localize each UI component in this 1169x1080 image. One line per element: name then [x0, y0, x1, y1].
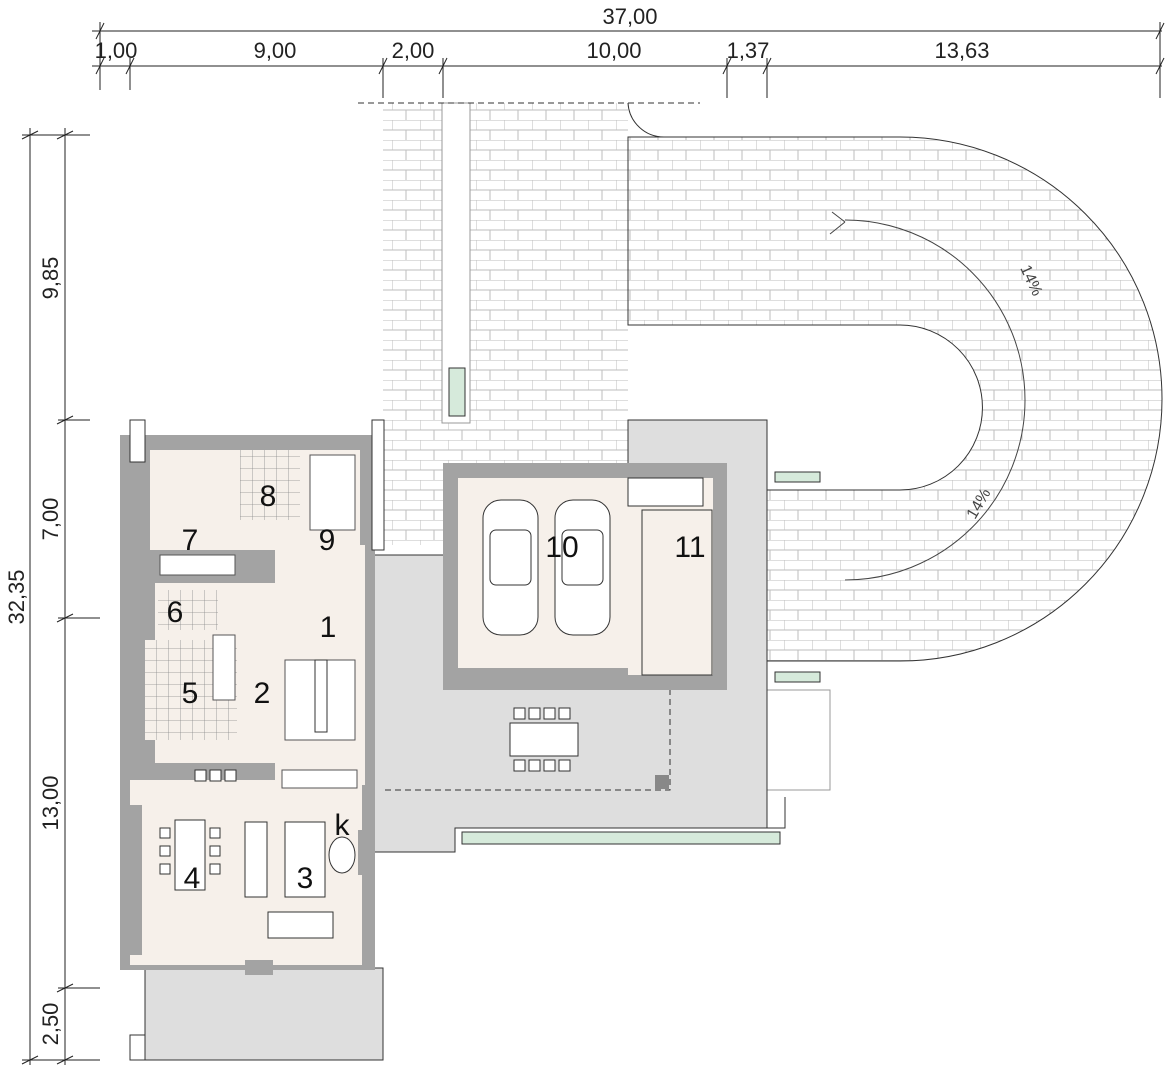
room-labels: 1 2 3 4 5 6 7 8 9 10 11 k — [167, 480, 706, 895]
room-1-label: 1 — [320, 611, 337, 644]
fireplace-label: k — [335, 809, 351, 842]
terrace-rear — [144, 967, 384, 1061]
dim-segment: 2,00 — [392, 38, 435, 63]
garage — [443, 463, 727, 690]
left-dimension-chain — [21, 128, 100, 1065]
dimension-ticks — [95, 22, 1165, 98]
house-walls — [120, 419, 385, 1061]
dim-total-width: 37,00 — [602, 4, 657, 29]
outdoor-dining-table — [509, 707, 579, 772]
dim-segment: 9,85 — [38, 257, 63, 300]
dim-segment: 1,00 — [95, 38, 138, 63]
fireplace — [328, 836, 356, 874]
planter — [461, 831, 781, 845]
room-4-label: 4 — [184, 862, 201, 895]
dim-segment: 7,00 — [38, 498, 63, 541]
dim-segment: 13,00 — [38, 775, 63, 830]
dim-segment: 10,00 — [586, 38, 641, 63]
room-11-label: 11 — [674, 531, 705, 564]
car-icon — [482, 499, 611, 636]
room-7-label: 7 — [182, 524, 199, 557]
room-9-label: 9 — [319, 524, 336, 557]
dim-segment: 9,00 — [254, 38, 297, 63]
dim-total-depth: 32,35 — [4, 569, 29, 624]
room-5-label: 5 — [182, 677, 199, 710]
room-6-label: 6 — [167, 596, 184, 629]
planter — [448, 367, 466, 417]
room-2-label: 2 — [254, 677, 271, 710]
room-3-label: 3 — [297, 862, 314, 895]
dim-segment: 1,37 — [727, 38, 770, 63]
dim-segment: 13,63 — [934, 38, 989, 63]
dim-segment: 2,50 — [38, 1003, 63, 1046]
living-furniture — [159, 769, 356, 939]
top-dimension-chain — [92, 22, 1165, 98]
room-10-label: 10 — [545, 531, 578, 564]
room-8-label: 8 — [260, 480, 277, 513]
